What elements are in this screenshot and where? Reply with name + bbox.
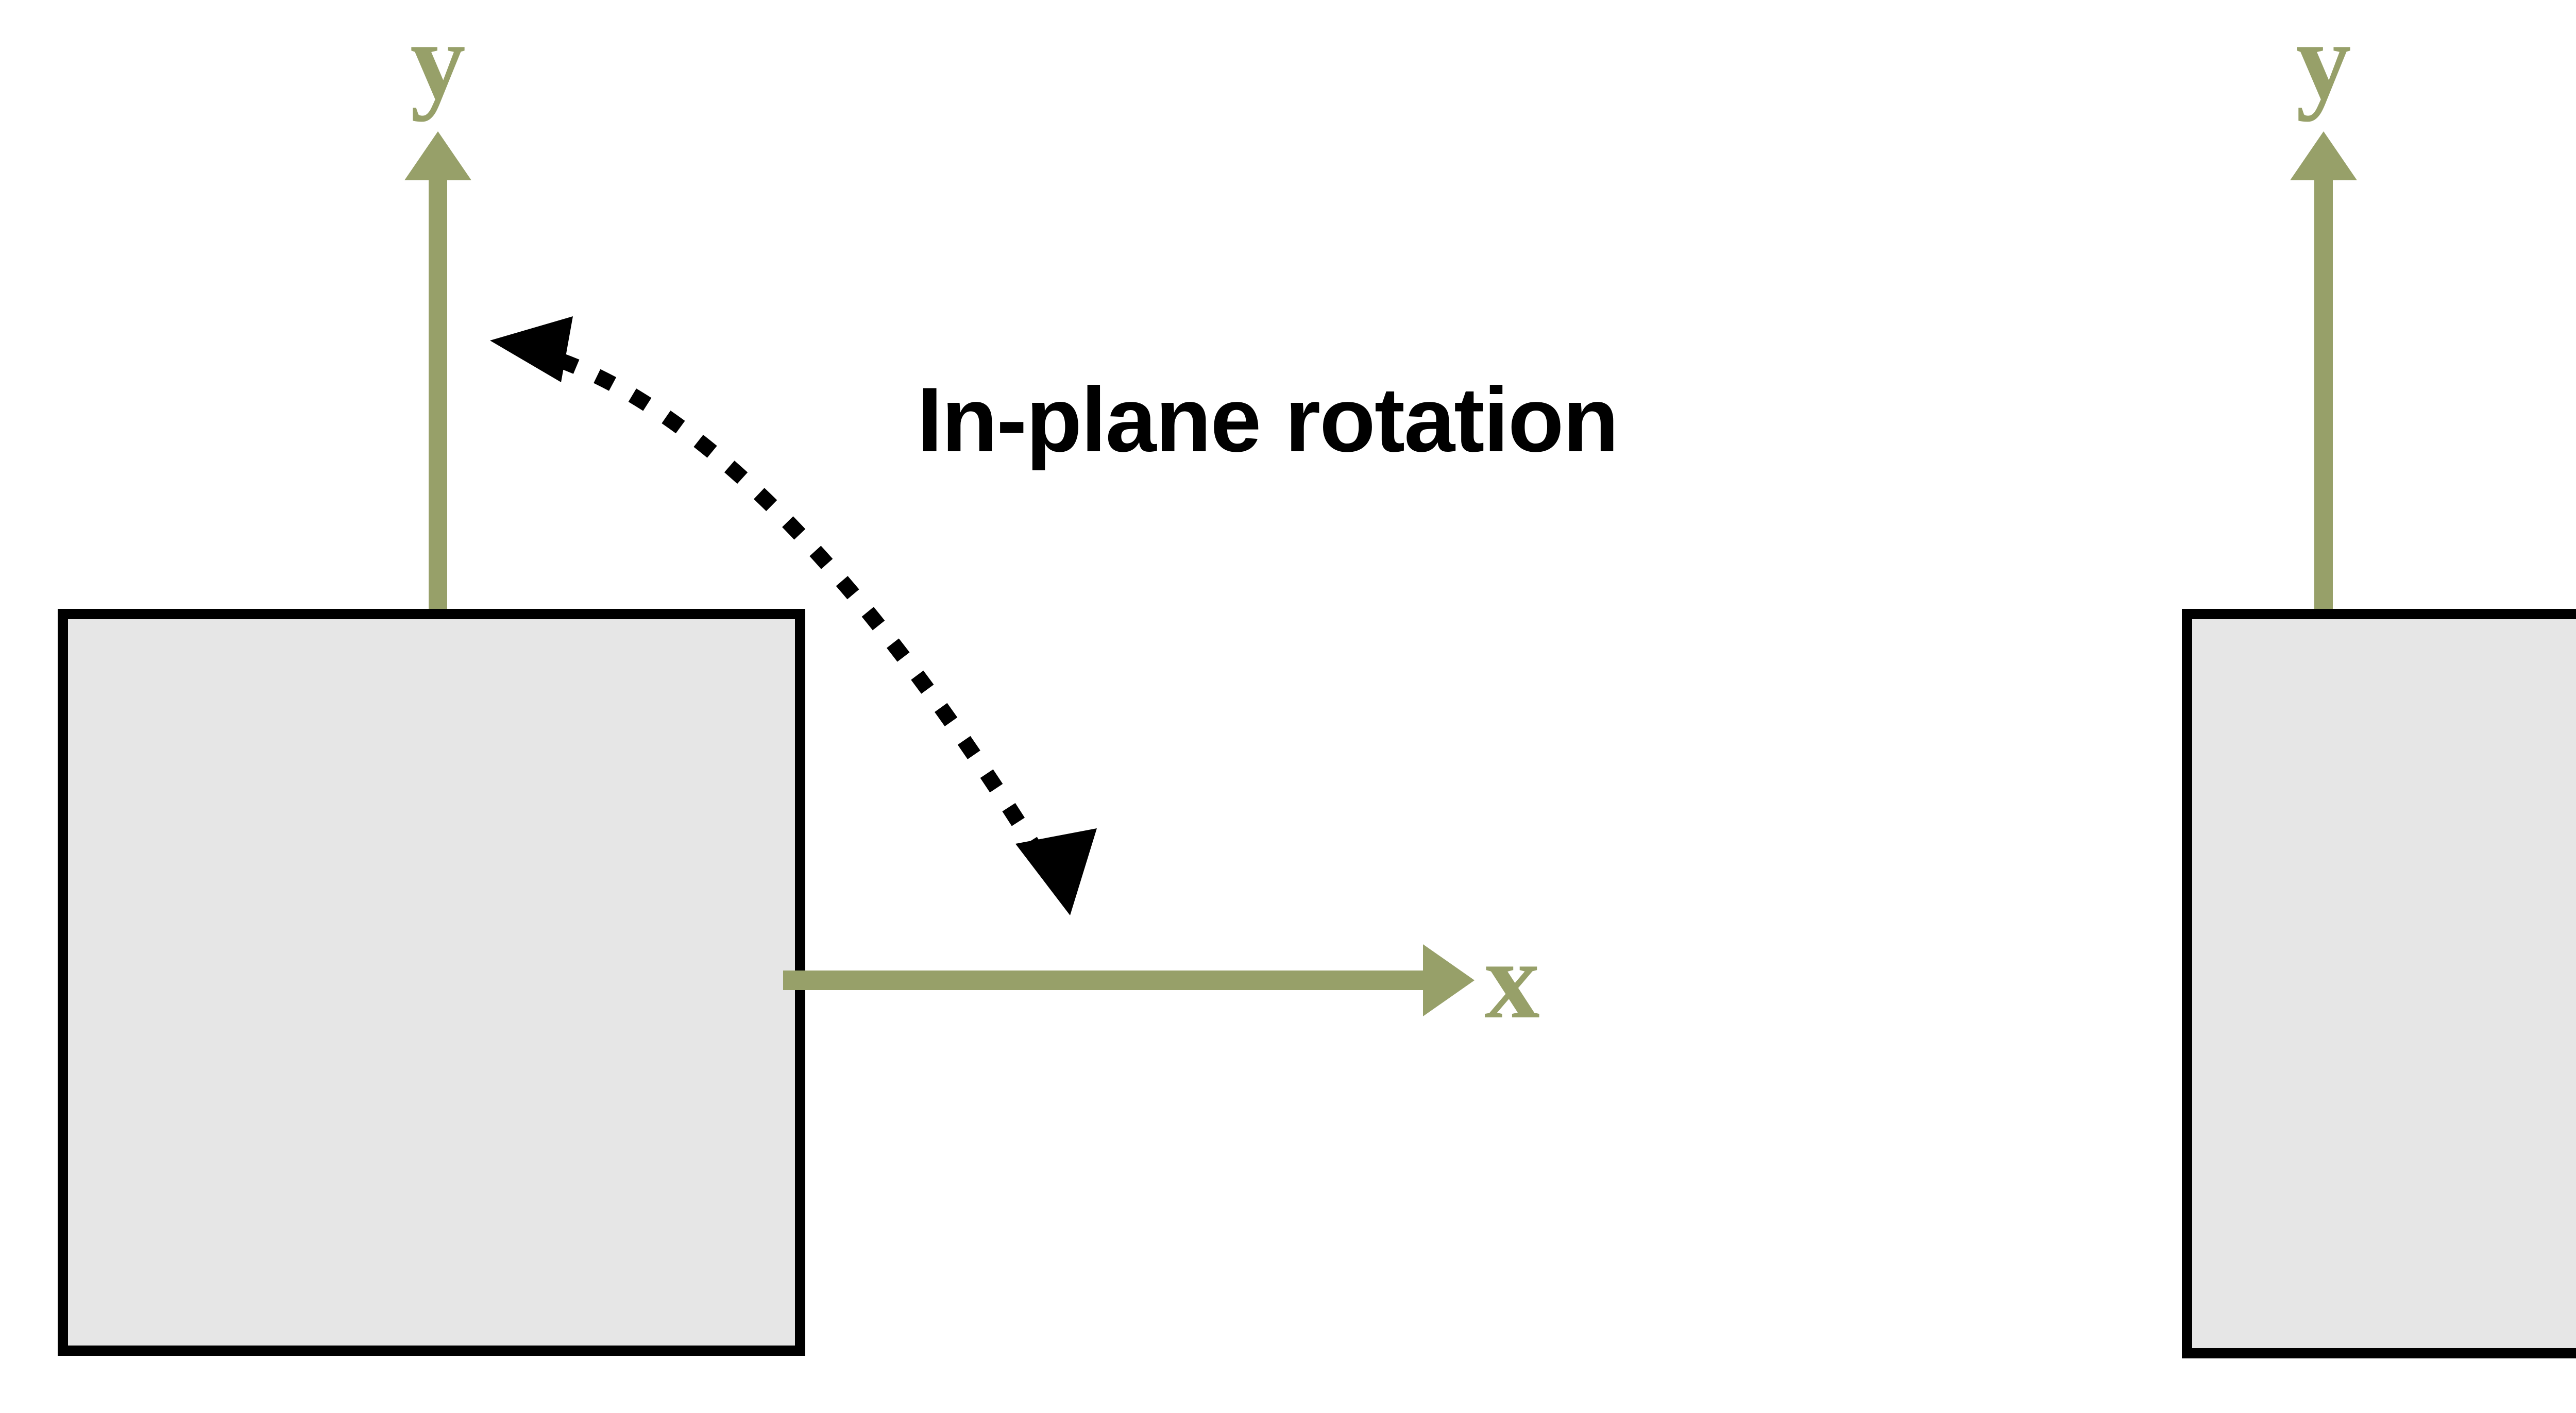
panel-in-plane: y x In-plane rotation <box>58 0 1619 1356</box>
in-plane-rotation-arc-icon <box>490 316 1097 915</box>
object-box-left <box>58 609 805 1356</box>
y-axis-arrow-left <box>404 131 471 614</box>
y-axis-label-right: y <box>2296 0 2351 122</box>
x-axis-label-left: x <box>1484 918 1540 1042</box>
object-box-right <box>2182 609 2576 1358</box>
panel-out-of-plane: y x Out-of-plane rotation <box>2182 0 2576 1358</box>
x-axis-arrow-left <box>783 944 1475 1016</box>
y-axis-label-left: y <box>410 0 466 122</box>
y-axis-arrow-right <box>2290 131 2357 614</box>
in-plane-rotation-caption: In-plane rotation <box>917 368 1618 471</box>
